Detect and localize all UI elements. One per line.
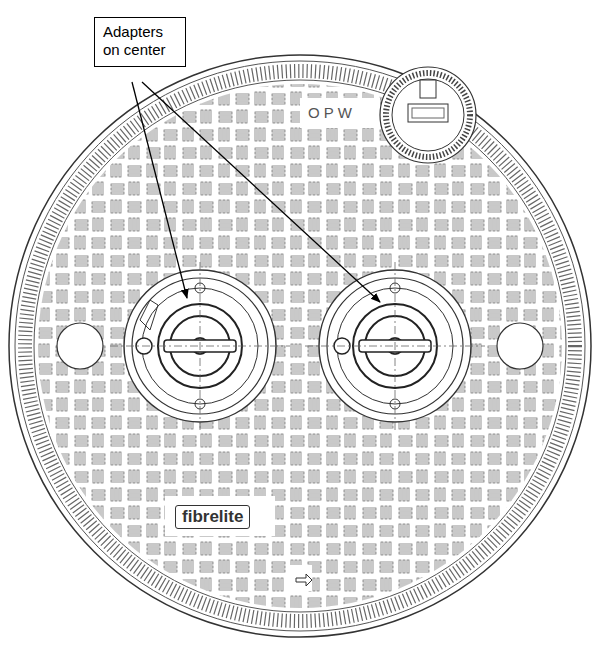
tread-fill xyxy=(30,80,570,620)
direction-arrow xyxy=(296,574,312,586)
brand-logo: fibrelite xyxy=(175,505,250,529)
tread-area xyxy=(30,80,570,620)
rim-ticks xyxy=(25,71,575,621)
lift-hole xyxy=(57,323,103,369)
callout-text: Adapters on center xyxy=(95,18,185,64)
callout-box: Adapters on center xyxy=(94,17,186,67)
cover-rim-inner xyxy=(15,61,585,631)
adapter-right xyxy=(305,262,485,430)
cover-rim xyxy=(9,55,591,637)
leader-arrow xyxy=(132,82,187,298)
gauge-dial xyxy=(380,67,476,163)
brand-text: OPW xyxy=(306,104,358,121)
leader-arrow xyxy=(142,82,380,302)
arrow-clear xyxy=(290,565,312,591)
adapter-left xyxy=(110,262,290,430)
logo-clear xyxy=(165,496,275,536)
logo-clear xyxy=(300,98,380,128)
lift-hole xyxy=(497,323,543,369)
